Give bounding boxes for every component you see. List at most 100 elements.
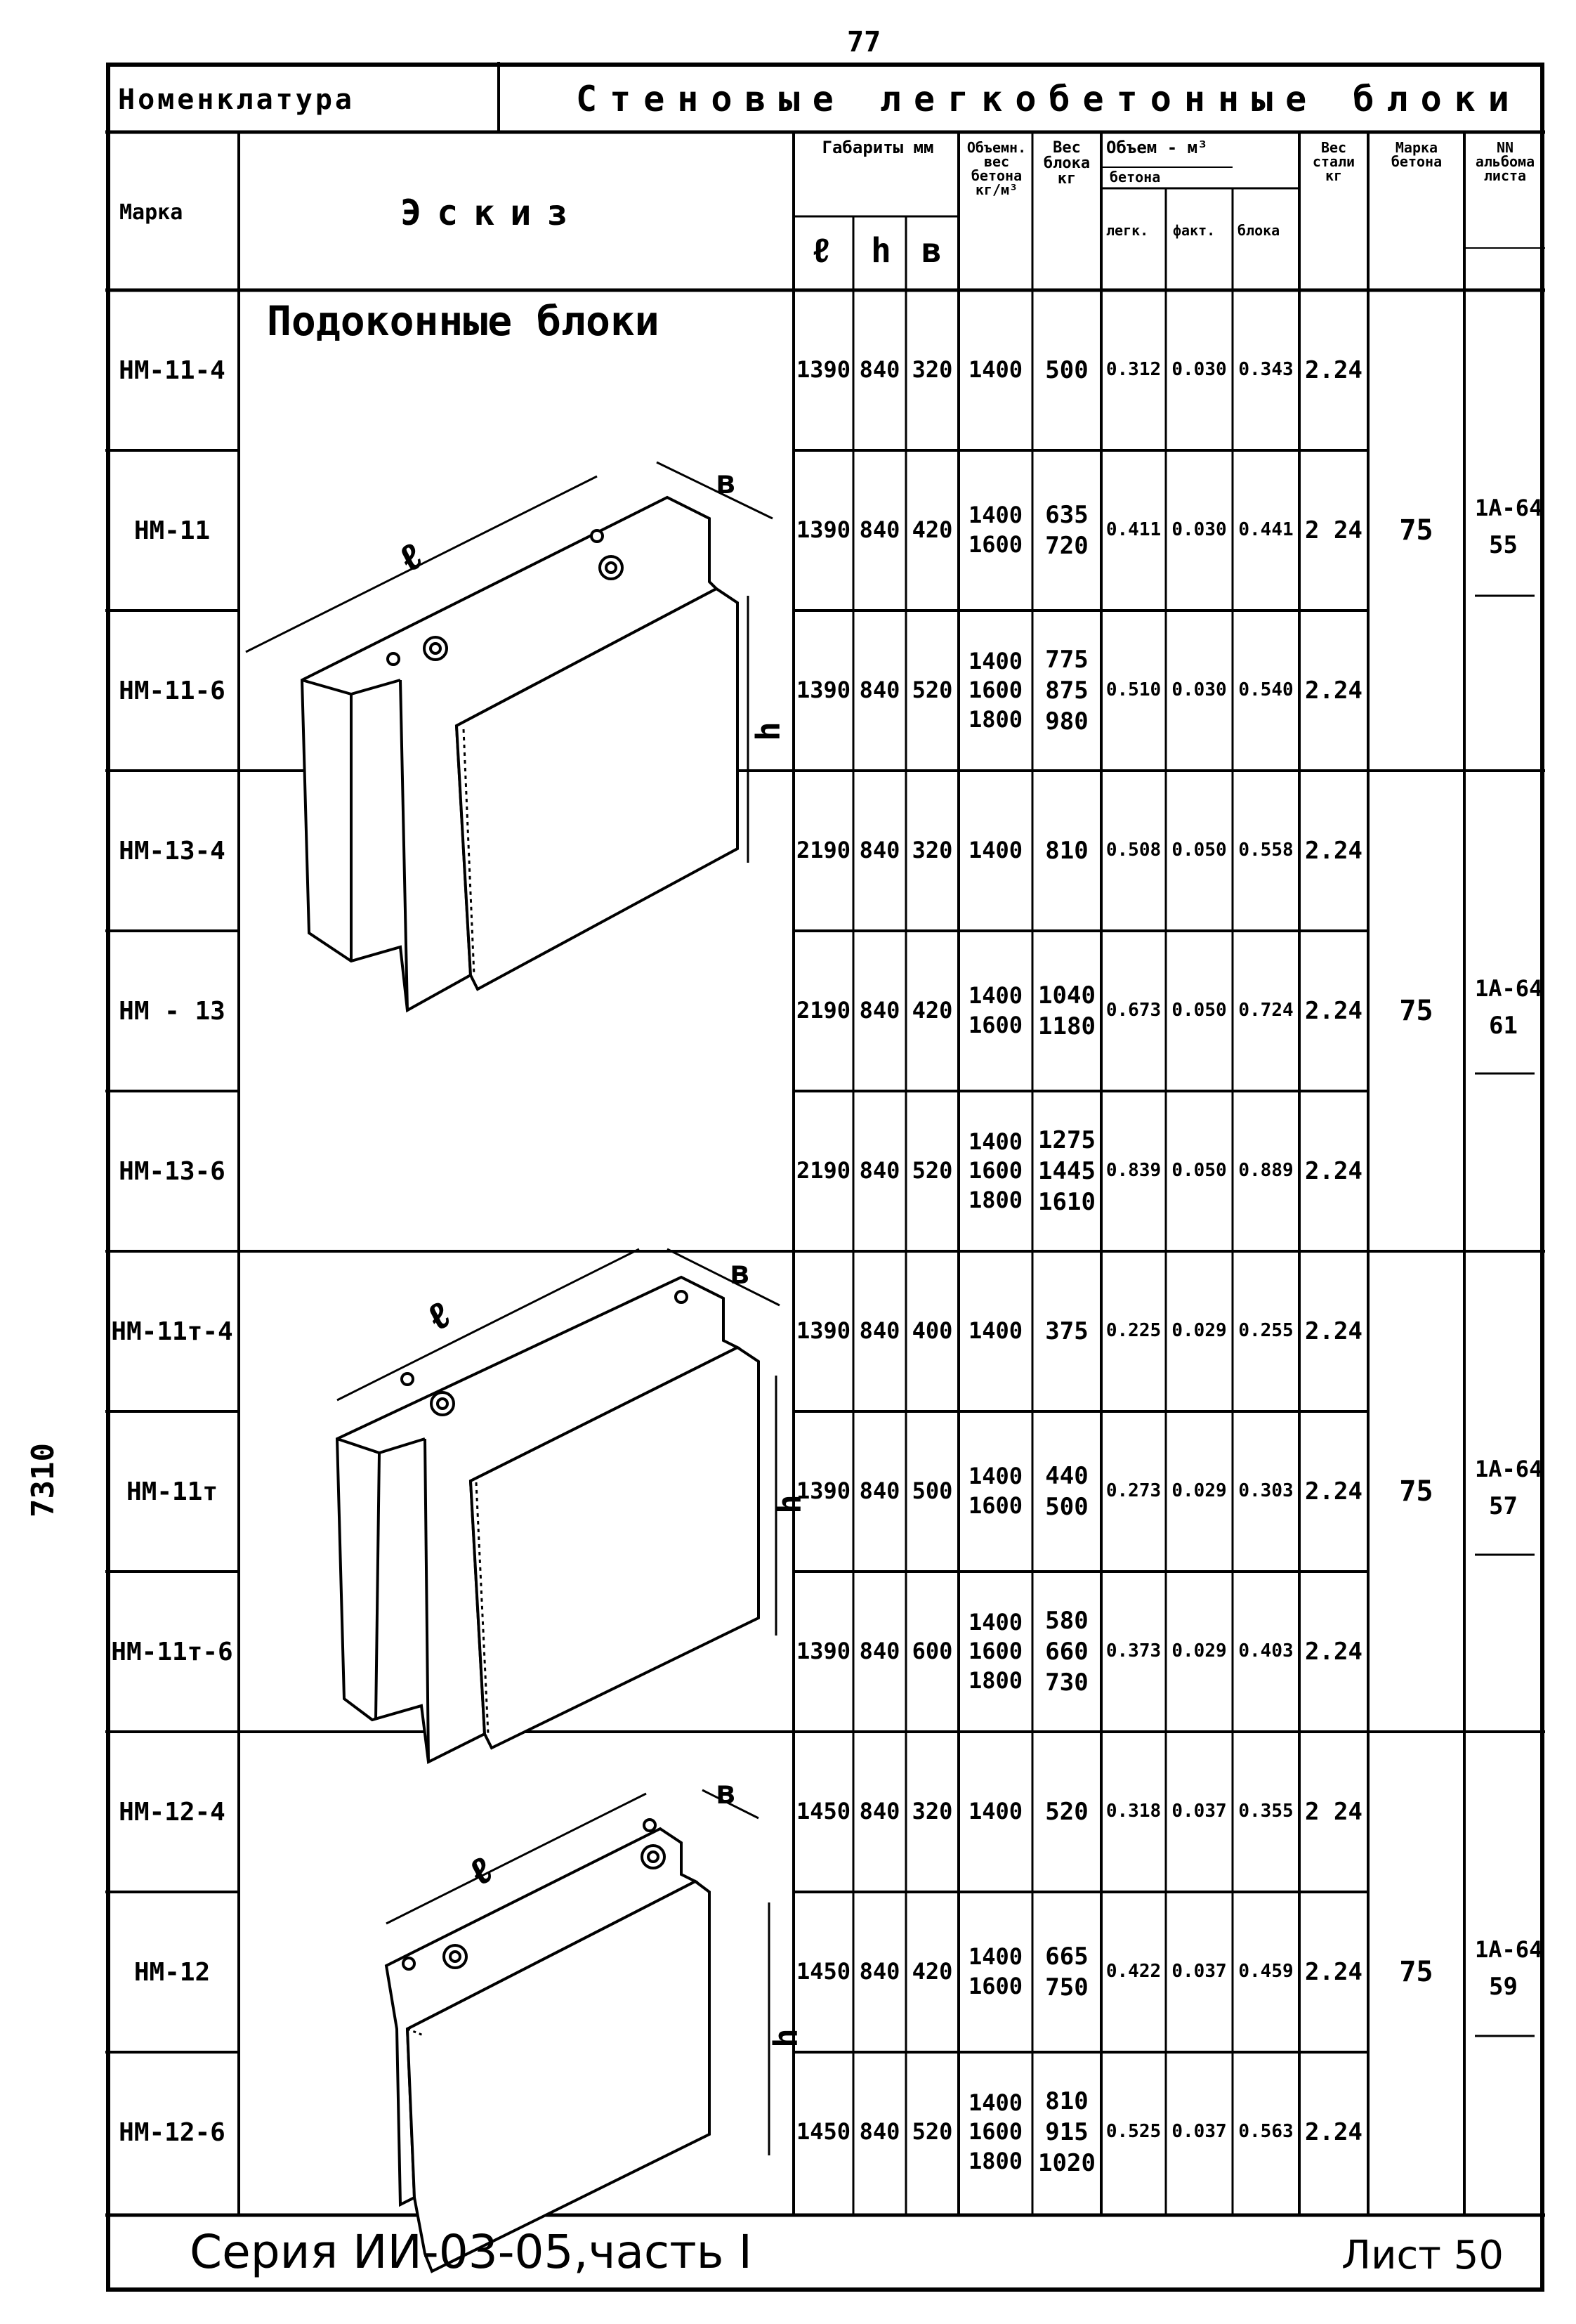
cell-b: 420	[906, 1892, 959, 2052]
cell-block-weight: 375	[1032, 1251, 1101, 1411]
cell-b-value: 500	[912, 1477, 953, 1505]
cell-block-weight: 520	[1032, 1732, 1101, 1892]
cell-block-weight-value: 730	[1045, 1669, 1089, 1697]
cell-h: 840	[853, 1892, 906, 2052]
cell-l-value: 1390	[796, 1477, 851, 1505]
concrete-grade: 75	[1399, 995, 1433, 1027]
cell-vol-weight-value: 1400	[968, 1798, 1023, 1825]
cell-steel: 2 24	[1299, 1732, 1368, 1892]
cell-vol-weight-value: 1600	[968, 2118, 1023, 2146]
col-vol-block: блока	[1237, 222, 1280, 239]
col-vol-light: легк.	[1106, 222, 1149, 239]
cell-l-value: 1390	[796, 677, 851, 704]
row-mark: НМ-11т-6	[111, 1637, 233, 1666]
cell-v2-value: 0.030	[1171, 519, 1227, 541]
col-album: NN альбома листа	[1475, 139, 1535, 184]
cell-v1-value: 0.525	[1105, 2121, 1162, 2143]
row-mark: НМ - 13	[119, 996, 225, 1026]
cell-b-value: 600	[912, 1638, 953, 1665]
cell-l-value: 2190	[796, 997, 851, 1024]
cell-b-value: 520	[912, 2118, 953, 2146]
sketch-title: Подоконные блоки	[267, 297, 659, 345]
cell-v1-value: 0.411	[1105, 519, 1162, 541]
cell-v1-value: 0.673	[1105, 1000, 1162, 1021]
cell-vol-weight-value: 1400	[968, 837, 1023, 864]
cell-v3-value: 0.563	[1238, 2121, 1294, 2143]
cell-v3: 0.563	[1233, 2052, 1299, 2212]
cell-v2-value: 0.050	[1171, 1000, 1227, 1021]
cell-h-value: 840	[859, 1958, 900, 1985]
cell-v2-value: 0.030	[1171, 679, 1227, 701]
album-number: 1А-64	[1475, 495, 1543, 521]
cell-l-value: 1450	[796, 2118, 851, 2146]
cell-l-value: 1390	[796, 1638, 851, 1665]
cell-vol-weight-value: 1800	[968, 2147, 1023, 2174]
cell-v1: 0.312	[1101, 290, 1166, 450]
cell-vol-weight-value: 1600	[968, 1012, 1023, 1038]
cell-block-weight: 810	[1032, 771, 1101, 931]
sketch-label-h-1: h	[749, 722, 787, 741]
cell-l: 1390	[794, 1411, 853, 1572]
cell-b: 320	[906, 290, 959, 450]
cell-steel-value: 2.24	[1305, 996, 1362, 1025]
side-note: 7310	[25, 1443, 61, 1517]
cell-v3-value: 0.303	[1238, 1480, 1294, 1502]
cell-l: 2190	[794, 931, 853, 1091]
cell-steel-value: 2 24	[1305, 1797, 1362, 1826]
row-mark: НМ-11т-4	[111, 1317, 233, 1346]
cell-h-value: 840	[859, 837, 900, 864]
row-mark: НМ-12-6	[119, 2117, 225, 2147]
cell-vol-weight-value: 1400	[968, 982, 1023, 1010]
cell-steel: 2 24	[1299, 450, 1368, 611]
cell-steel-value: 2.24	[1305, 1637, 1362, 1666]
row-mark: НМ-11	[133, 516, 211, 545]
cell-steel-value: 2.24	[1305, 836, 1362, 865]
cell-v1: 0.673	[1101, 931, 1166, 1091]
cell-b: 520	[906, 611, 959, 771]
cell-block-weight-value: 875	[1045, 676, 1089, 705]
album-number: 1А-64	[1475, 1936, 1543, 1963]
cell-h: 840	[853, 1572, 906, 1732]
cell-h-value: 840	[859, 516, 900, 544]
cell-v1-value: 0.839	[1105, 1160, 1162, 1182]
cell-steel: 2.24	[1299, 290, 1368, 450]
cell-steel-value: 2.24	[1305, 1957, 1362, 1986]
cell-l-value: 1390	[796, 356, 851, 384]
cell-steel: 2.24	[1299, 1251, 1368, 1411]
cell-b-value: 420	[912, 997, 953, 1024]
cell-steel-value: 2.24	[1305, 2117, 1362, 2146]
col-l: ℓ	[811, 231, 832, 270]
cell-v2: 0.050	[1166, 771, 1233, 931]
cell-v1: 0.508	[1101, 771, 1166, 931]
cell-h: 840	[853, 2052, 906, 2212]
cell-vol-weight-value: 1600	[968, 1157, 1023, 1184]
cell-v1-value: 0.318	[1105, 1801, 1162, 1822]
cell-v2: 0.030	[1166, 450, 1233, 611]
cell-v3-value: 0.441	[1238, 519, 1294, 541]
cell-v2-value: 0.037	[1171, 2121, 1227, 2143]
col-sketch: Эскиз	[400, 192, 584, 233]
table-grid	[105, 62, 1545, 2292]
cell-v2: 0.030	[1166, 611, 1233, 771]
cell-block-weight-value: 810	[1045, 836, 1089, 865]
cell-block-weight-value: 440	[1045, 1461, 1089, 1490]
cell-v3: 0.303	[1233, 1411, 1299, 1572]
cell-block-weight-value: 915	[1045, 2117, 1089, 2146]
cell-steel: 2.24	[1299, 931, 1368, 1091]
cell-v3: 0.355	[1233, 1732, 1299, 1892]
cell-l: 1390	[794, 1572, 853, 1732]
cell-v2: 0.050	[1166, 931, 1233, 1091]
cell-v3-value: 0.255	[1238, 1320, 1294, 1342]
col-concrete: бетона	[1110, 169, 1161, 185]
col-h: h	[871, 231, 891, 270]
cell-v3-value: 0.889	[1238, 1160, 1294, 1182]
cell-b: 420	[906, 931, 959, 1091]
row-mark: НМ-12-4	[119, 1797, 225, 1827]
cell-h-value: 840	[859, 1798, 900, 1825]
album-number: 1А-64	[1475, 975, 1543, 1002]
